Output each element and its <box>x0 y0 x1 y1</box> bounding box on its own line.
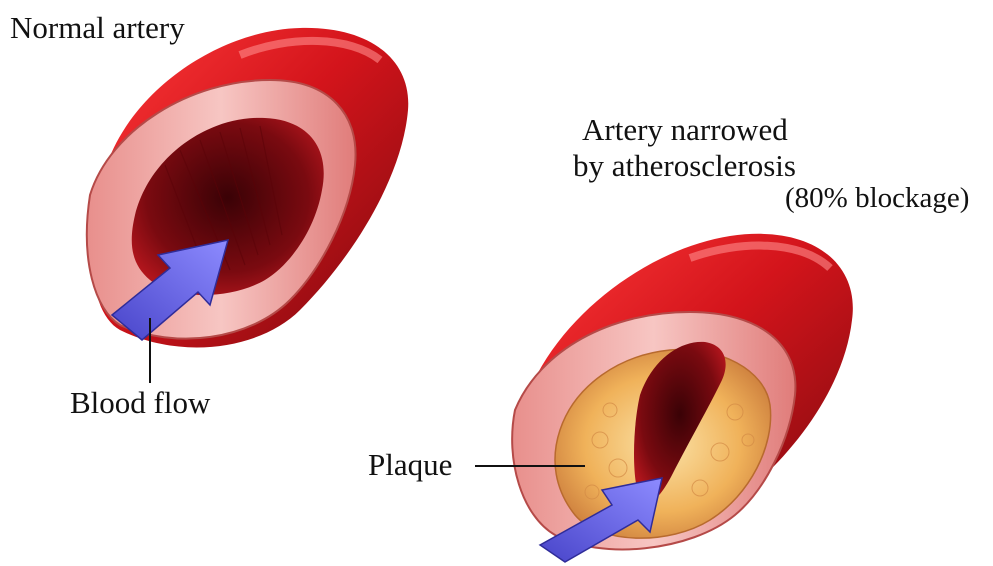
plaque-label: Plaque <box>368 447 452 483</box>
blood-flow-label: Blood flow <box>70 385 210 421</box>
narrowed-artery-label-line1: Artery narrowed <box>582 112 788 148</box>
normal-artery-label: Normal artery <box>10 10 185 46</box>
normal-artery-illustration <box>87 28 408 383</box>
blockage-percentage-label: (80% blockage) <box>785 180 969 216</box>
narrowed-artery-label-line2: by atherosclerosis <box>573 148 796 184</box>
narrowed-artery-illustration <box>475 234 853 562</box>
